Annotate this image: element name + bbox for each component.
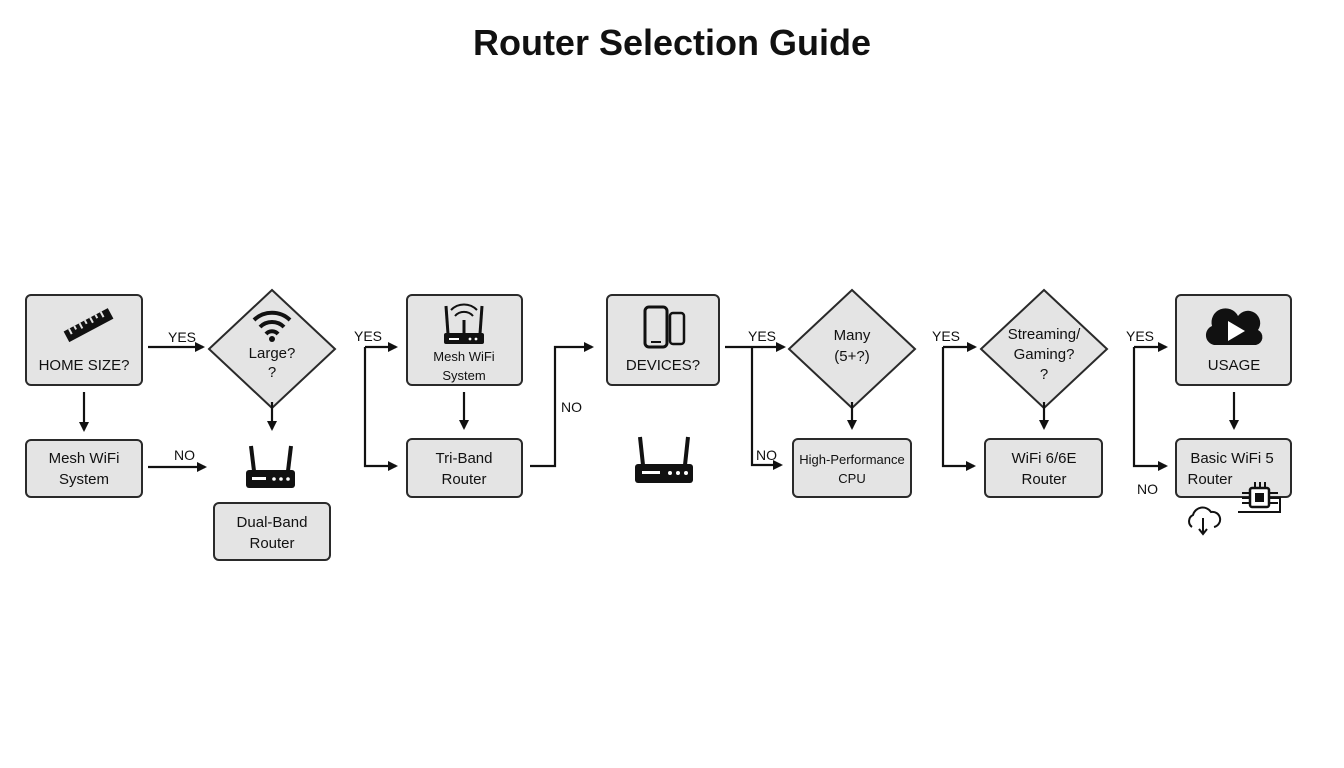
edge-label-yes2: YES bbox=[354, 328, 382, 344]
node-dual-band: Dual-Band Router bbox=[213, 502, 331, 561]
node-many-line1: Many bbox=[834, 327, 871, 344]
node-dual-band-line2: Router bbox=[249, 535, 294, 552]
node-tri-band-line2: Router bbox=[441, 471, 486, 488]
node-high-perf-line1: High-Performance bbox=[799, 452, 905, 467]
node-wifi6: WiFi 6/6E Router bbox=[984, 438, 1103, 498]
edge-label-yes5: YES bbox=[1126, 328, 1154, 344]
arrow-devices-to-highperf bbox=[750, 347, 783, 470]
router-icon-dualband bbox=[246, 445, 295, 488]
node-wifi6-line2: Router bbox=[1021, 471, 1066, 488]
arrow-triband-to-devices bbox=[530, 342, 594, 468]
wifi-icon bbox=[252, 310, 292, 342]
node-streaming-line2: Gaming? bbox=[1014, 346, 1075, 363]
node-mesh-system-bottom: Mesh WiFi System bbox=[25, 439, 143, 498]
chip-icon bbox=[1238, 482, 1281, 513]
edge-label-yes3: YES bbox=[748, 328, 776, 344]
node-mesh-bottom-line1: Mesh WiFi bbox=[49, 450, 120, 467]
node-wifi6-line1: WiFi 6/6E bbox=[1011, 450, 1076, 467]
node-tri-band: Tri-Band Router bbox=[406, 438, 523, 498]
ruler-icon bbox=[63, 308, 114, 343]
node-large: Large? ? bbox=[207, 288, 337, 410]
phones-icon bbox=[643, 305, 686, 349]
node-basic-wifi5: Basic WiFi 5 Router bbox=[1175, 438, 1292, 498]
node-large-line2: ? bbox=[268, 364, 276, 381]
arrow-split-to-basic bbox=[1132, 347, 1168, 471]
node-streaming-line3: ? bbox=[1040, 366, 1048, 383]
node-tri-band-line1: Tri-Band bbox=[436, 450, 493, 467]
node-basic-line2: Router bbox=[1187, 471, 1232, 488]
router-icon-standalone bbox=[635, 436, 693, 483]
node-mesh-top-line2: System bbox=[442, 368, 485, 383]
node-high-perf-line2: CPU bbox=[838, 471, 865, 486]
node-mesh-top-line1: Mesh WiFi bbox=[433, 349, 495, 364]
node-mesh-system-top: Mesh WiFi System bbox=[406, 294, 523, 386]
edge-label-yes4: YES bbox=[932, 328, 960, 344]
node-high-performance: High-Performance CPU bbox=[792, 438, 912, 498]
arrow-split-to-triband bbox=[363, 347, 398, 471]
router-icon-mesh bbox=[444, 303, 484, 344]
node-streaming-line1: Streaming/ bbox=[1008, 326, 1081, 343]
node-home-size-label: HOME SIZE? bbox=[39, 357, 130, 374]
cloud-download-icon bbox=[1188, 506, 1222, 536]
page-title: Router Selection Guide bbox=[472, 22, 872, 63]
node-devices-label: DEVICES? bbox=[626, 357, 700, 374]
edge-label-no3: NO bbox=[756, 447, 777, 463]
node-basic-line1: Basic WiFi 5 bbox=[1190, 450, 1273, 467]
node-usage-label: USAGE bbox=[1208, 357, 1261, 374]
edge-label-no1: NO bbox=[174, 447, 195, 463]
node-devices: DEVICES? bbox=[606, 294, 720, 386]
edge-label-yes1: YES bbox=[168, 329, 196, 345]
node-mesh-bottom-line2: System bbox=[59, 471, 109, 488]
node-streaming: Streaming/ Gaming? ? bbox=[979, 288, 1109, 410]
edge-label-no5: NO bbox=[1137, 481, 1158, 497]
node-dual-band-line1: Dual-Band bbox=[237, 514, 308, 531]
node-many: Many (5+?) bbox=[787, 288, 917, 410]
node-many-line2: (5+?) bbox=[834, 348, 869, 365]
edge-label-no2: NO bbox=[561, 399, 582, 415]
node-usage: USAGE bbox=[1175, 294, 1292, 386]
node-large-line1: Large? bbox=[249, 345, 296, 362]
node-home-size: HOME SIZE? bbox=[25, 294, 143, 386]
play-cloud-icon bbox=[1205, 308, 1263, 345]
arrow-split-to-wifi6 bbox=[941, 347, 976, 471]
